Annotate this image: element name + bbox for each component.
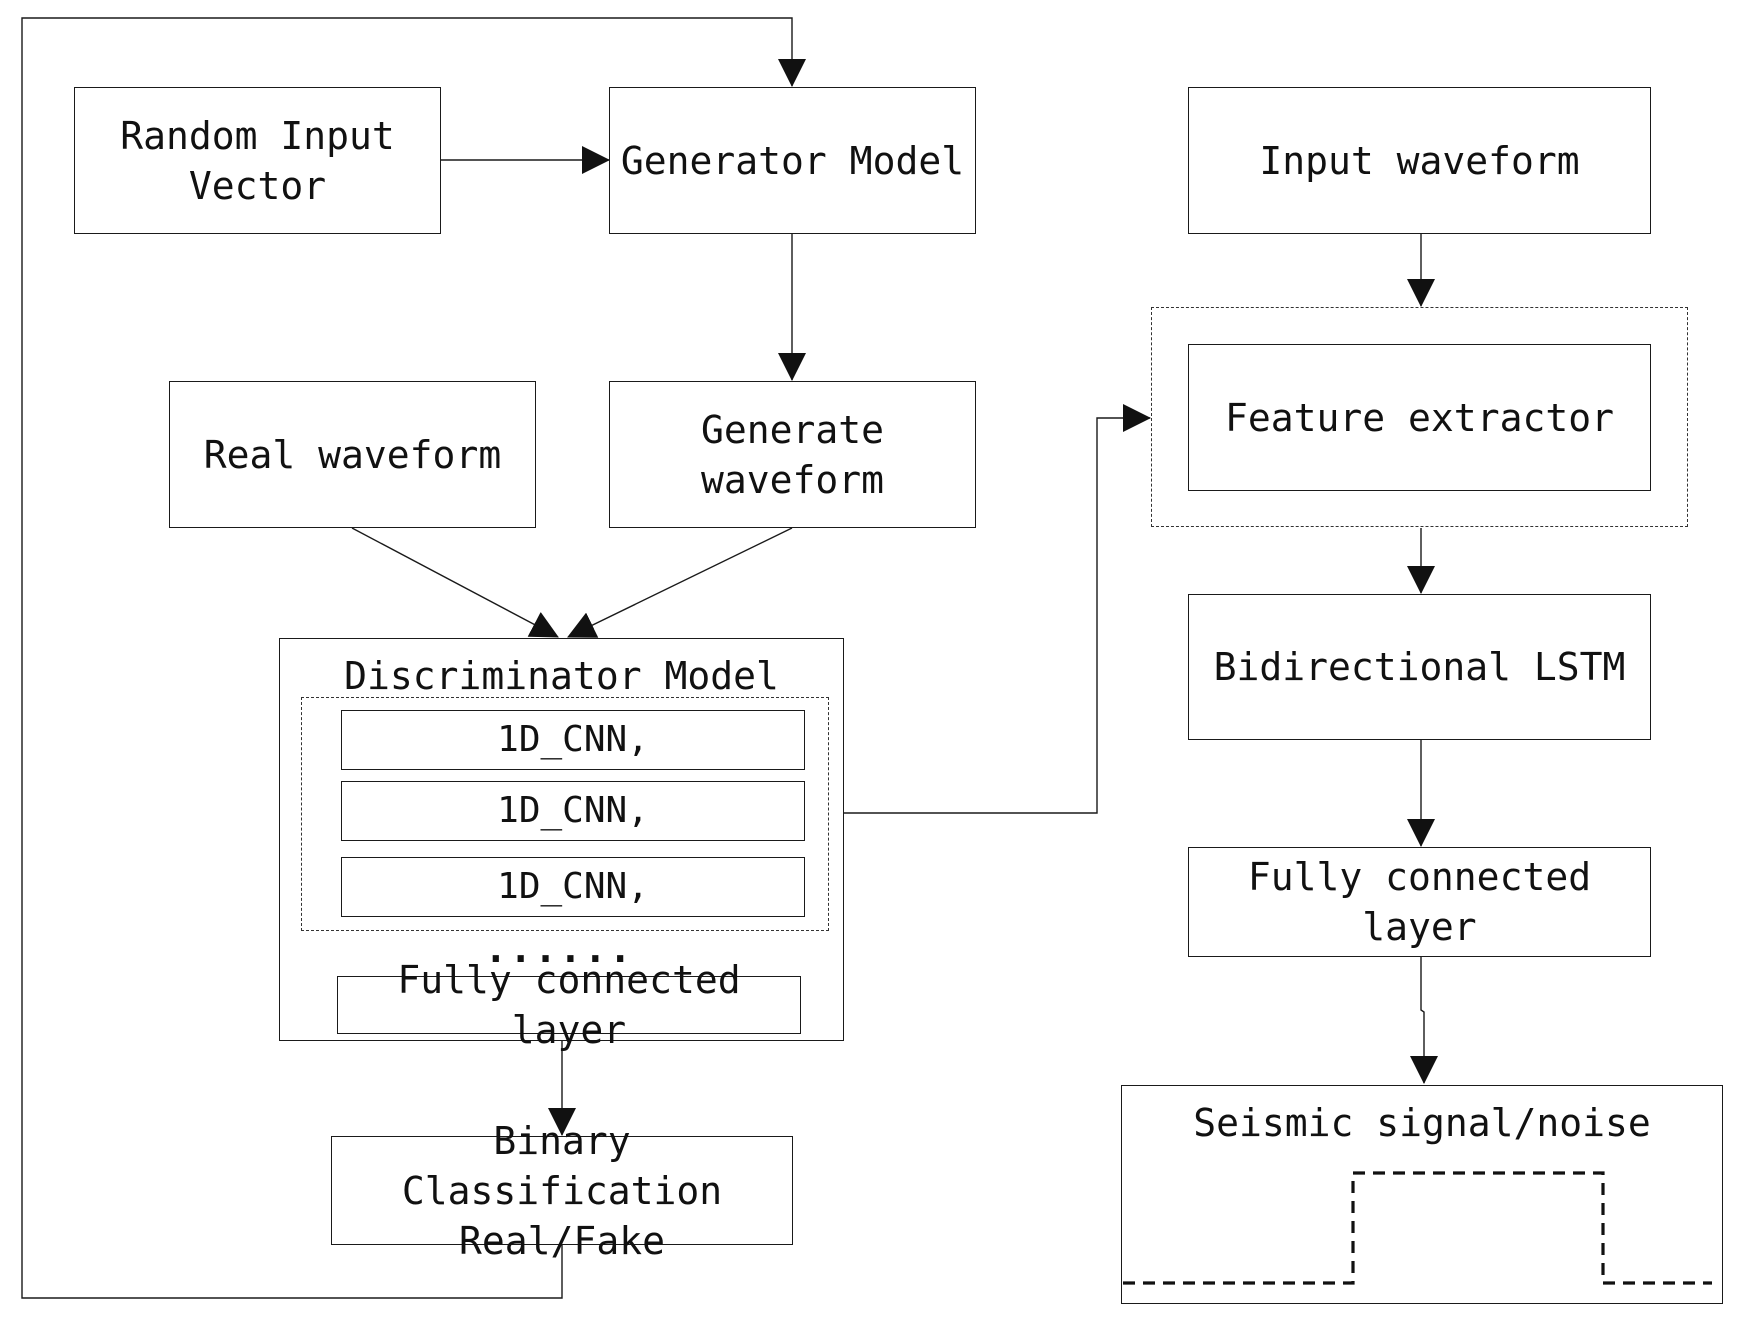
generate-waveform-label-line1: Generate xyxy=(700,407,885,452)
generate-waveform-box: Generate waveform xyxy=(609,381,976,528)
seismic-output-box: Seismic signal/noise xyxy=(1121,1085,1723,1304)
transfer-arrow xyxy=(828,404,1151,814)
discriminator-fc-layer-label: Fully connected layer xyxy=(397,958,741,1052)
feature-extractor-label: Feature extractor xyxy=(1225,395,1614,440)
generated-to-discriminator-arrow xyxy=(567,527,793,638)
discriminator-model-title: Discriminator Model xyxy=(344,654,779,698)
cnn-layer-2-label: 1D_CNN, xyxy=(497,790,649,831)
detector-fc-layer-box: Fully connected layer xyxy=(1188,847,1651,957)
input-waveform-label: Input waveform xyxy=(1259,138,1580,183)
signal-step-waveform xyxy=(1123,1171,1712,1285)
feedback-loop-arrow xyxy=(21,17,806,1299)
generator-model-box: Generator Model xyxy=(609,87,976,234)
binary-classification-label-line1: Binary Classification xyxy=(401,1118,723,1213)
cnn-layer-1-label: 1D_CNN, xyxy=(497,719,649,760)
cnn-layer-3: 1D_CNN, xyxy=(341,857,805,917)
detector-fc-layer-label: Fully connected layer xyxy=(1247,855,1592,949)
seismic-output-title: Seismic signal/noise xyxy=(1193,1101,1651,1145)
cnn-layers-dashed-group xyxy=(301,697,829,931)
real-to-discriminator-arrow xyxy=(351,527,559,638)
feature-extractor-box: Feature extractor xyxy=(1188,344,1651,491)
cnn-layer-2: 1D_CNN, xyxy=(341,781,805,841)
cnn-layer-1: 1D_CNN, xyxy=(341,710,805,770)
random-input-vector-box: Random Input Vector xyxy=(74,87,441,234)
fc-to-output-arrow xyxy=(1410,956,1438,1084)
real-waveform-box: Real waveform xyxy=(169,381,536,528)
cnn-layer-3-label: 1D_CNN, xyxy=(497,866,649,907)
feature-extractor-dashed-group xyxy=(1151,307,1688,527)
real-waveform-label: Real waveform xyxy=(203,432,502,477)
bidirectional-lstm-box: Bidirectional LSTM xyxy=(1188,594,1651,740)
generator-model-label: Generator Model xyxy=(620,138,965,183)
random-input-label-line2: Vector xyxy=(188,163,327,208)
binary-classification-box: Binary Classification Real/Fake xyxy=(331,1119,793,1263)
random-input-label-line1: Random Input xyxy=(120,113,395,158)
more-layers-ellipsis: ...... xyxy=(484,927,634,971)
bidirectional-lstm-label: Bidirectional LSTM xyxy=(1213,645,1626,689)
generate-waveform-label-line2: waveform xyxy=(700,457,885,502)
binary-classification-label-line2: Real/Fake xyxy=(459,1218,665,1263)
discriminator-fc-layer-box: Fully connected layer xyxy=(337,958,801,1052)
input-waveform-box: Input waveform xyxy=(1188,87,1651,234)
